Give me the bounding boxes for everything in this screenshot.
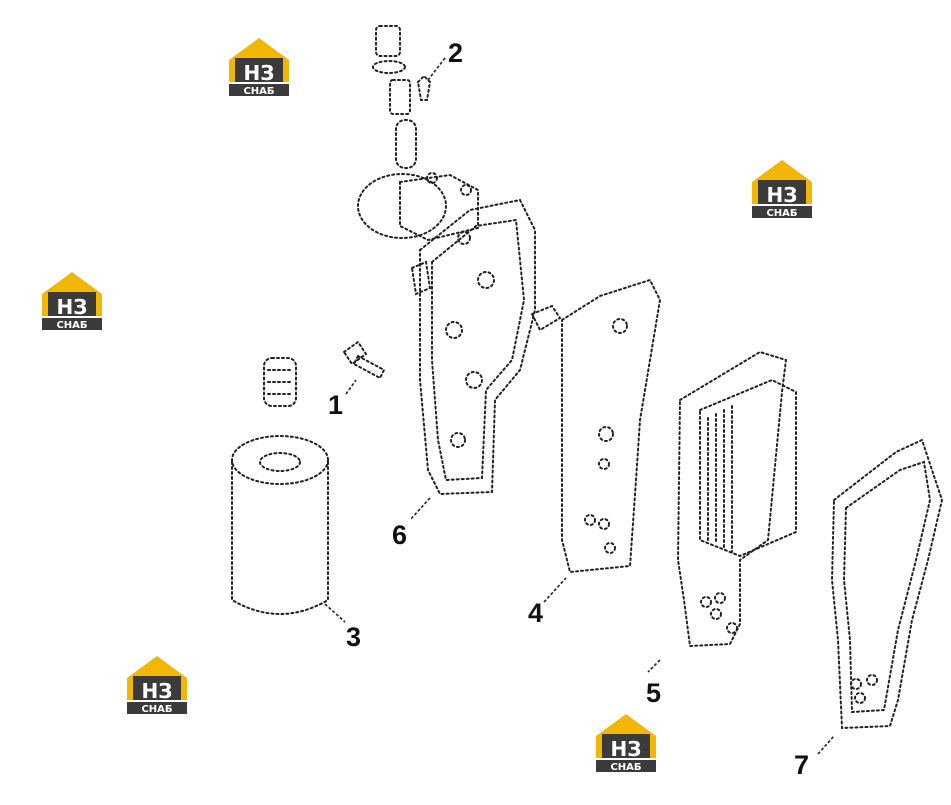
svg-text:СНАБ: СНАБ [243, 86, 274, 97]
callout-3: 3 [346, 622, 361, 652]
watermark-logo: НЗ СНАБ [229, 38, 289, 97]
svg-text:СНАБ: СНАБ [56, 320, 87, 331]
svg-text:НЗ: НЗ [244, 61, 275, 85]
watermark-logo: НЗ СНАБ [596, 714, 656, 773]
callout-4: 4 [528, 598, 543, 628]
watermark-logo: НЗ СНАБ [42, 272, 102, 331]
part-4-gasket [543, 278, 662, 603]
svg-text:СНАБ: СНАБ [610, 762, 641, 773]
callout-6: 6 [392, 520, 407, 550]
svg-text:СНАБ: СНАБ [141, 704, 172, 715]
part-6-filter-head [357, 172, 536, 521]
part-5-oil-cooler [647, 350, 797, 673]
svg-text:НЗ: НЗ [57, 295, 88, 319]
svg-text:НЗ: НЗ [611, 737, 642, 761]
watermark-logo: НЗ СНАБ [752, 160, 812, 219]
spring-element [263, 357, 297, 407]
part-2-valve-assembly [372, 25, 446, 169]
fitting-bolt [530, 304, 562, 332]
watermark-logo: НЗ СНАБ [127, 656, 187, 715]
svg-text:НЗ: НЗ [142, 679, 173, 703]
part-1-bolt [342, 340, 386, 395]
svg-text:СНАБ: СНАБ [766, 208, 797, 219]
callout-5: 5 [646, 678, 661, 708]
part-7-cooler-gasket [817, 438, 944, 755]
callout-1: 1 [328, 390, 343, 420]
svg-text:НЗ: НЗ [767, 183, 798, 207]
part-3-oil-filter [231, 435, 346, 623]
callout-2: 2 [448, 38, 463, 68]
callout-7: 7 [794, 750, 809, 780]
